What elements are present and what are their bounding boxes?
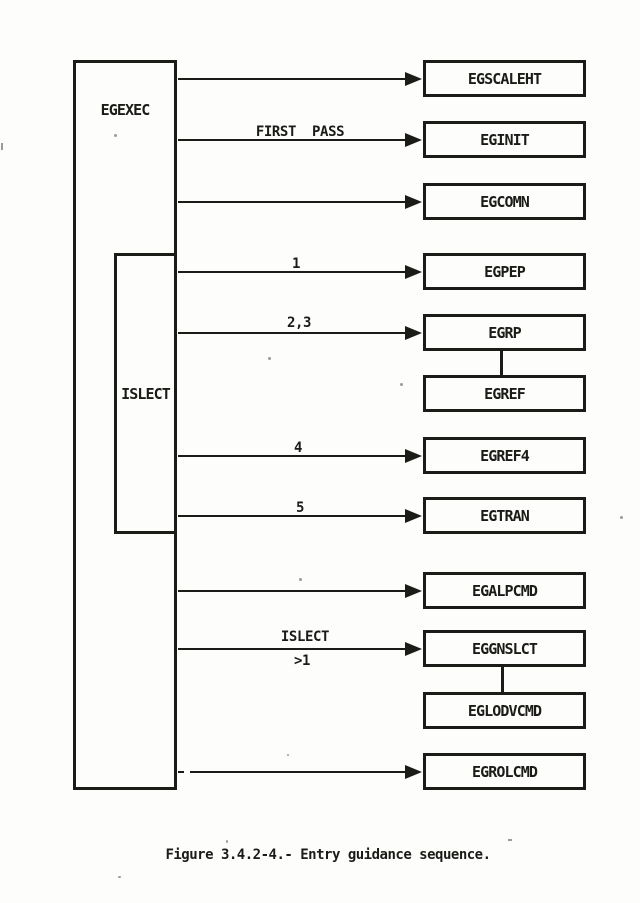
module-box-egref: EGREF	[423, 375, 586, 412]
scan-speck	[1, 143, 3, 150]
figure-caption: Figure 3.4.2-4.- Entry guidance sequence…	[165, 847, 491, 863]
arrow-label-islect: ISLECT	[280, 629, 330, 645]
connector-egrp-egref	[500, 350, 503, 376]
arrowhead-egscaleht	[405, 72, 422, 86]
module-label: EGPEP	[484, 262, 526, 281]
module-box-egcomn: EGCOMN	[423, 183, 586, 220]
scan-speck	[287, 754, 289, 756]
arrow-label-5: 5	[295, 500, 305, 516]
islect-box: ISLECT	[114, 253, 177, 534]
module-label: EGROLCMD	[471, 762, 538, 781]
arrow-to-eggnslct	[178, 648, 405, 650]
module-label: EGCOMN	[480, 192, 530, 211]
arrow-to-egref4	[178, 455, 405, 457]
module-label: EGRP	[488, 323, 521, 342]
arrow-label-1: 1	[291, 256, 301, 272]
module-box-egtran: EGTRAN	[423, 497, 586, 534]
arrow-to-egalpcmd	[178, 590, 405, 592]
islect-label: ISLECT	[121, 384, 171, 403]
arrow-to-egrp	[178, 332, 405, 334]
module-box-eginit: EGINIT	[423, 121, 586, 158]
connector-eggnslct-eglodvcmd	[501, 666, 504, 693]
module-label: EGTRAN	[480, 506, 530, 525]
module-box-egrolcmd: EGROLCMD	[423, 753, 586, 790]
arrowhead-egalpcmd	[405, 584, 422, 598]
arrow-to-egcomn	[178, 201, 405, 203]
module-box-egscaleht: EGSCALEHT	[423, 60, 586, 97]
scan-speck	[226, 840, 228, 843]
arrowhead-egrolcmd	[405, 765, 422, 779]
module-label: EGALPCMD	[471, 581, 538, 600]
arrow-to-eginit	[178, 139, 405, 141]
arrow-label-2-3: 2,3	[286, 315, 312, 331]
arrow-label-gt1: >1	[293, 653, 311, 669]
arrowhead-eginit	[405, 133, 422, 147]
arrowhead-egrp	[405, 326, 422, 340]
arrow-label-first-pass: FIRST PASS	[255, 124, 345, 140]
arrow-to-egscaleht	[178, 78, 405, 80]
scan-speck	[400, 383, 403, 386]
arrowhead-egcomn	[405, 195, 422, 209]
arrowhead-egpep	[405, 265, 422, 279]
module-box-egref4: EGREF4	[423, 437, 586, 474]
arrow-to-egrolcmd	[190, 771, 405, 773]
module-label: EGINIT	[480, 130, 530, 149]
module-label: EGREF	[484, 384, 526, 403]
arrow-label-4: 4	[293, 440, 303, 456]
module-box-eggnslct: EGGNSLCT	[423, 630, 586, 667]
module-label: EGLODVCMD	[467, 701, 542, 720]
scan-speck	[620, 516, 623, 519]
module-box-egalpcmd: EGALPCMD	[423, 572, 586, 609]
arrow-to-egtran	[178, 515, 405, 517]
egexec-label: EGEXEC	[100, 101, 151, 119]
module-box-egpep: EGPEP	[423, 253, 586, 290]
module-box-eglodvcmd: EGLODVCMD	[423, 692, 586, 729]
module-box-egrp: EGRP	[423, 314, 586, 351]
scan-speck	[268, 357, 271, 360]
arrowhead-egtran	[405, 509, 422, 523]
module-label: EGGNSLCT	[471, 639, 538, 658]
arrow-to-egrolcmd-stub	[178, 771, 184, 773]
module-label: EGSCALEHT	[467, 69, 542, 88]
scan-speck	[114, 134, 117, 137]
arrow-to-egpep	[178, 271, 405, 273]
arrowhead-eggnslct	[405, 642, 422, 656]
scan-speck	[118, 876, 121, 878]
arrowhead-egref4	[405, 449, 422, 463]
module-label: EGREF4	[480, 446, 530, 465]
scan-speck	[508, 839, 512, 841]
scan-speck	[299, 578, 302, 581]
